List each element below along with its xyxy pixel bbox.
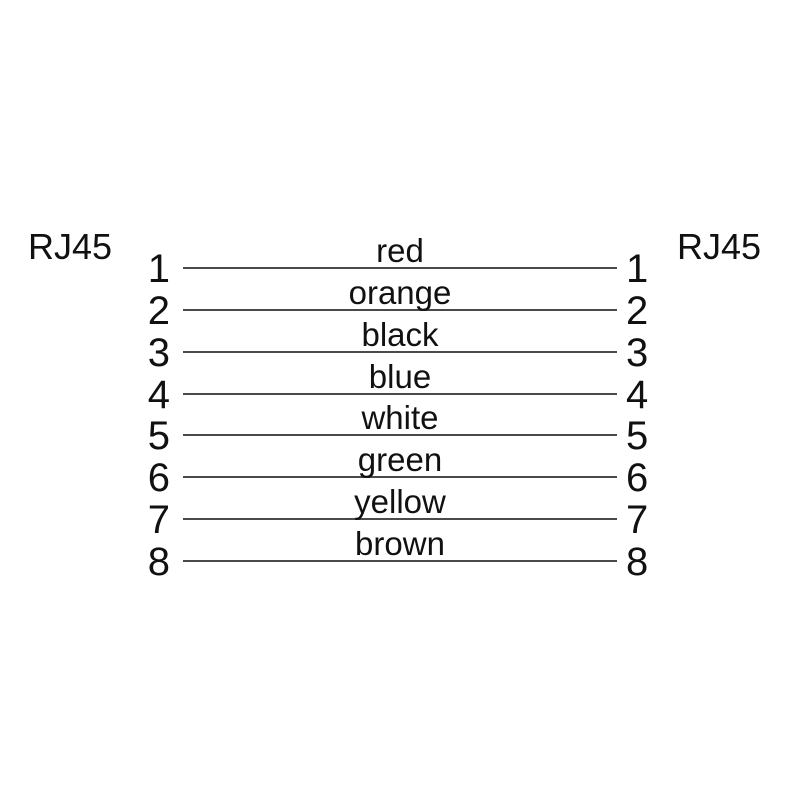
- left-pin-number: 6: [147, 456, 170, 500]
- right-pin-number: 4: [626, 373, 649, 417]
- wire-line: [183, 351, 617, 353]
- left-pin-number: 4: [147, 373, 170, 417]
- right-pin-number: 7: [626, 498, 649, 542]
- left-pin-number: 1: [147, 247, 170, 291]
- left-pin-number: 5: [147, 414, 170, 458]
- wire-color-label: brown: [355, 525, 445, 562]
- wire-color-label: yellow: [354, 483, 446, 520]
- wire-color-label: orange: [348, 274, 452, 311]
- wire-line: [183, 476, 617, 478]
- wire-color-label: black: [361, 316, 439, 353]
- wire-line: [183, 309, 617, 311]
- wire-line: [183, 267, 617, 269]
- wire-color-label: green: [357, 441, 443, 478]
- left-pin-number: 3: [147, 331, 170, 375]
- right-pin-number: 1: [626, 247, 649, 291]
- right-pin-number: 2: [626, 289, 649, 333]
- right-pin-number: 6: [626, 456, 649, 500]
- left-connector-label: RJ45: [28, 226, 113, 267]
- wire-line: [183, 518, 617, 520]
- wire-color-label: white: [361, 399, 439, 436]
- right-pin-number: 3: [626, 331, 649, 375]
- right-connector-label: RJ45: [677, 226, 762, 267]
- right-pin-number: 8: [626, 540, 649, 584]
- wire-color-label: blue: [368, 358, 432, 395]
- right-pin-number: 5: [626, 414, 649, 458]
- wire-color-label: red: [376, 232, 424, 269]
- wire-line: [183, 434, 617, 436]
- wire-line: [183, 560, 617, 562]
- left-pin-number: 2: [147, 289, 170, 333]
- wire-line: [183, 393, 617, 395]
- left-pin-number: 8: [147, 540, 170, 584]
- left-pin-number: 7: [147, 498, 170, 542]
